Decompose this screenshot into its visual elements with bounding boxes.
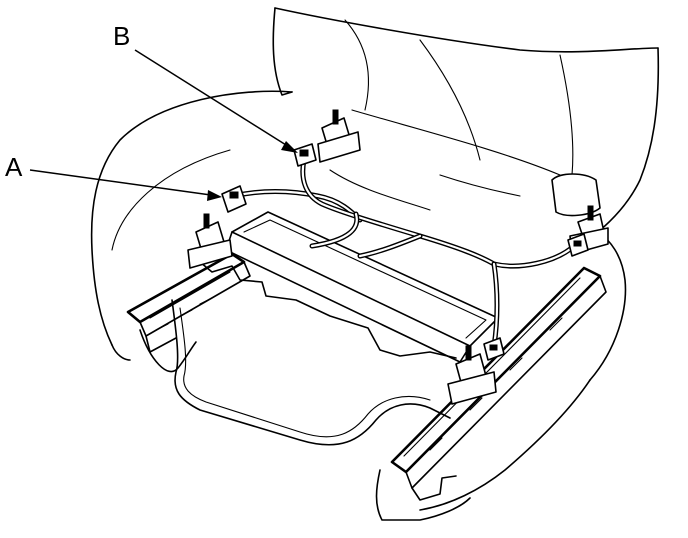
connector-front-right (483, 337, 505, 361)
connector-a (221, 185, 247, 213)
left-rail (126, 252, 251, 353)
seat-anchor-bolt-front-left (187, 213, 233, 269)
right-rail (390, 266, 607, 501)
callout-label-b: B (113, 21, 130, 51)
callout-b-arrowhead (281, 141, 298, 153)
callout-a-leader (29, 169, 219, 197)
callout-label-a: A (5, 152, 23, 182)
seat-back (272, 7, 660, 233)
connector-rear-right (567, 233, 589, 257)
callout-a-arrowhead (207, 190, 222, 201)
seat-anchor-bolt-rear-left (317, 109, 361, 163)
callout-b-leader (134, 49, 295, 151)
seat-anchor-bolt-front-right (447, 345, 497, 405)
connector-b (293, 143, 317, 167)
seat-cushion (90, 90, 627, 521)
wire-harness (231, 157, 577, 349)
